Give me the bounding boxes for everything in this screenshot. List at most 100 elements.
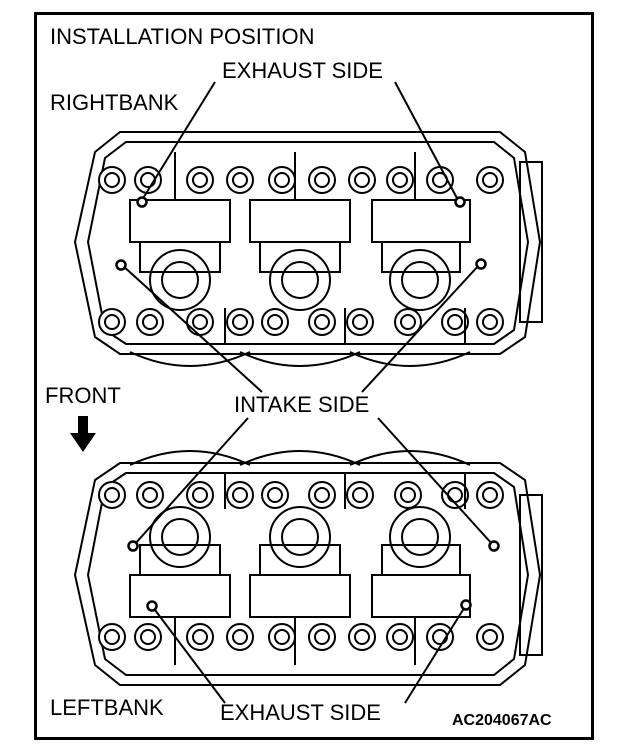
leader-intake-rh-left — [121, 264, 263, 393]
bolt-hole — [232, 629, 248, 645]
bolt-hole — [267, 487, 283, 503]
cam-cap-outline — [129, 351, 251, 367]
side-flange — [519, 161, 543, 323]
plug-well-outer — [269, 249, 331, 311]
valve-bridge — [129, 574, 231, 618]
bolt-boss — [441, 308, 469, 336]
bolt-hole — [142, 487, 158, 503]
dowel-pin-icon — [454, 196, 466, 208]
front-arrow-icon — [70, 416, 96, 452]
dowel-pin-icon — [488, 540, 500, 552]
bolt-hole — [400, 314, 416, 330]
bolt-boss — [186, 623, 214, 651]
bolt-boss — [476, 166, 504, 194]
bolt-hole — [232, 487, 248, 503]
bolt-hole — [274, 172, 290, 188]
bolt-boss — [426, 166, 454, 194]
right-bank-cylinder-head — [73, 131, 543, 367]
figure-code: AC204067AC — [452, 712, 552, 729]
bolt-boss — [268, 623, 296, 651]
cam-cap-outline — [349, 351, 471, 367]
valve-bridge — [249, 574, 351, 618]
bolt-hole — [314, 172, 330, 188]
bolt-hole — [192, 172, 208, 188]
bolt-boss — [98, 308, 126, 336]
head-outline — [73, 131, 542, 355]
bolt-boss — [476, 308, 504, 336]
dowel-pin-icon — [136, 196, 148, 208]
head-inner-outline — [86, 472, 530, 676]
plug-well-inner — [401, 518, 439, 556]
dowel-pin-icon — [115, 259, 127, 271]
plug-well-outer — [149, 249, 211, 311]
head-outline — [73, 462, 542, 686]
exhaust-side-top-label: EXHAUST SIDE — [222, 58, 383, 83]
bolt-hole — [142, 314, 158, 330]
bolt-boss — [386, 166, 414, 194]
bolt-hole — [104, 629, 120, 645]
leader-intake-lh-right — [377, 417, 494, 546]
leader-exhaust-lh-right — [404, 604, 467, 704]
bolt-boss — [186, 481, 214, 509]
bolt-boss — [346, 481, 374, 509]
bolt-boss — [226, 166, 254, 194]
plug-well-outer — [149, 506, 211, 568]
bolt-boss — [386, 623, 414, 651]
leader-exhaust-lh-left — [151, 605, 226, 704]
cam-cap-outline — [239, 351, 361, 367]
bolt-boss — [261, 481, 289, 509]
bolt-hole — [140, 629, 156, 645]
bolt-hole — [267, 314, 283, 330]
bolt-hole — [274, 629, 290, 645]
bolt-boss — [268, 166, 296, 194]
cam-cap-outline — [129, 450, 251, 466]
bolt-hole — [352, 487, 368, 503]
valve-bridge — [371, 199, 471, 243]
bolt-boss — [98, 623, 126, 651]
leader-intake-lh-left — [133, 417, 249, 546]
bolt-boss — [346, 308, 374, 336]
bolt-boss — [348, 623, 376, 651]
bolt-hole — [482, 487, 498, 503]
plug-well-inner — [161, 518, 199, 556]
bolt-hole — [314, 487, 330, 503]
plug-well-inner — [281, 518, 319, 556]
bolt-boss — [308, 308, 336, 336]
bolt-boss — [134, 166, 162, 194]
bolt-boss — [394, 481, 422, 509]
plug-well-outer — [269, 506, 331, 568]
intake-side-label: INTAKE SIDE — [234, 392, 370, 417]
exhaust-side-bottom-label: EXHAUST SIDE — [220, 700, 381, 725]
bolt-boss — [136, 481, 164, 509]
bolt-hole — [482, 172, 498, 188]
cam-cap-outline — [239, 450, 361, 466]
bolt-boss — [261, 308, 289, 336]
bolt-boss — [394, 308, 422, 336]
left-bank-label: LEFTBANK — [50, 695, 164, 720]
valve-bridge — [371, 574, 471, 618]
bolt-boss — [98, 166, 126, 194]
dowel-pin-icon — [460, 599, 472, 611]
head-inner-outline — [86, 141, 530, 345]
bridge-step — [381, 544, 461, 576]
bolt-hole — [354, 629, 370, 645]
left-bank-cylinder-head — [73, 450, 543, 686]
plug-well-inner — [281, 261, 319, 299]
bolt-boss — [186, 308, 214, 336]
leader-exhaust-rh-right — [394, 81, 459, 201]
bolt-hole — [232, 172, 248, 188]
bolt-boss — [136, 308, 164, 336]
plug-well-outer — [389, 506, 451, 568]
bolt-hole — [392, 629, 408, 645]
plug-well-outer — [389, 249, 451, 311]
plug-well-inner — [161, 261, 199, 299]
bolt-boss — [441, 481, 469, 509]
bolt-hole — [314, 629, 330, 645]
bolt-boss — [308, 166, 336, 194]
bolt-hole — [104, 314, 120, 330]
bolt-hole — [192, 487, 208, 503]
bolt-hole — [482, 314, 498, 330]
cam-cap-outline — [349, 450, 471, 466]
valve-bridge — [129, 199, 231, 243]
